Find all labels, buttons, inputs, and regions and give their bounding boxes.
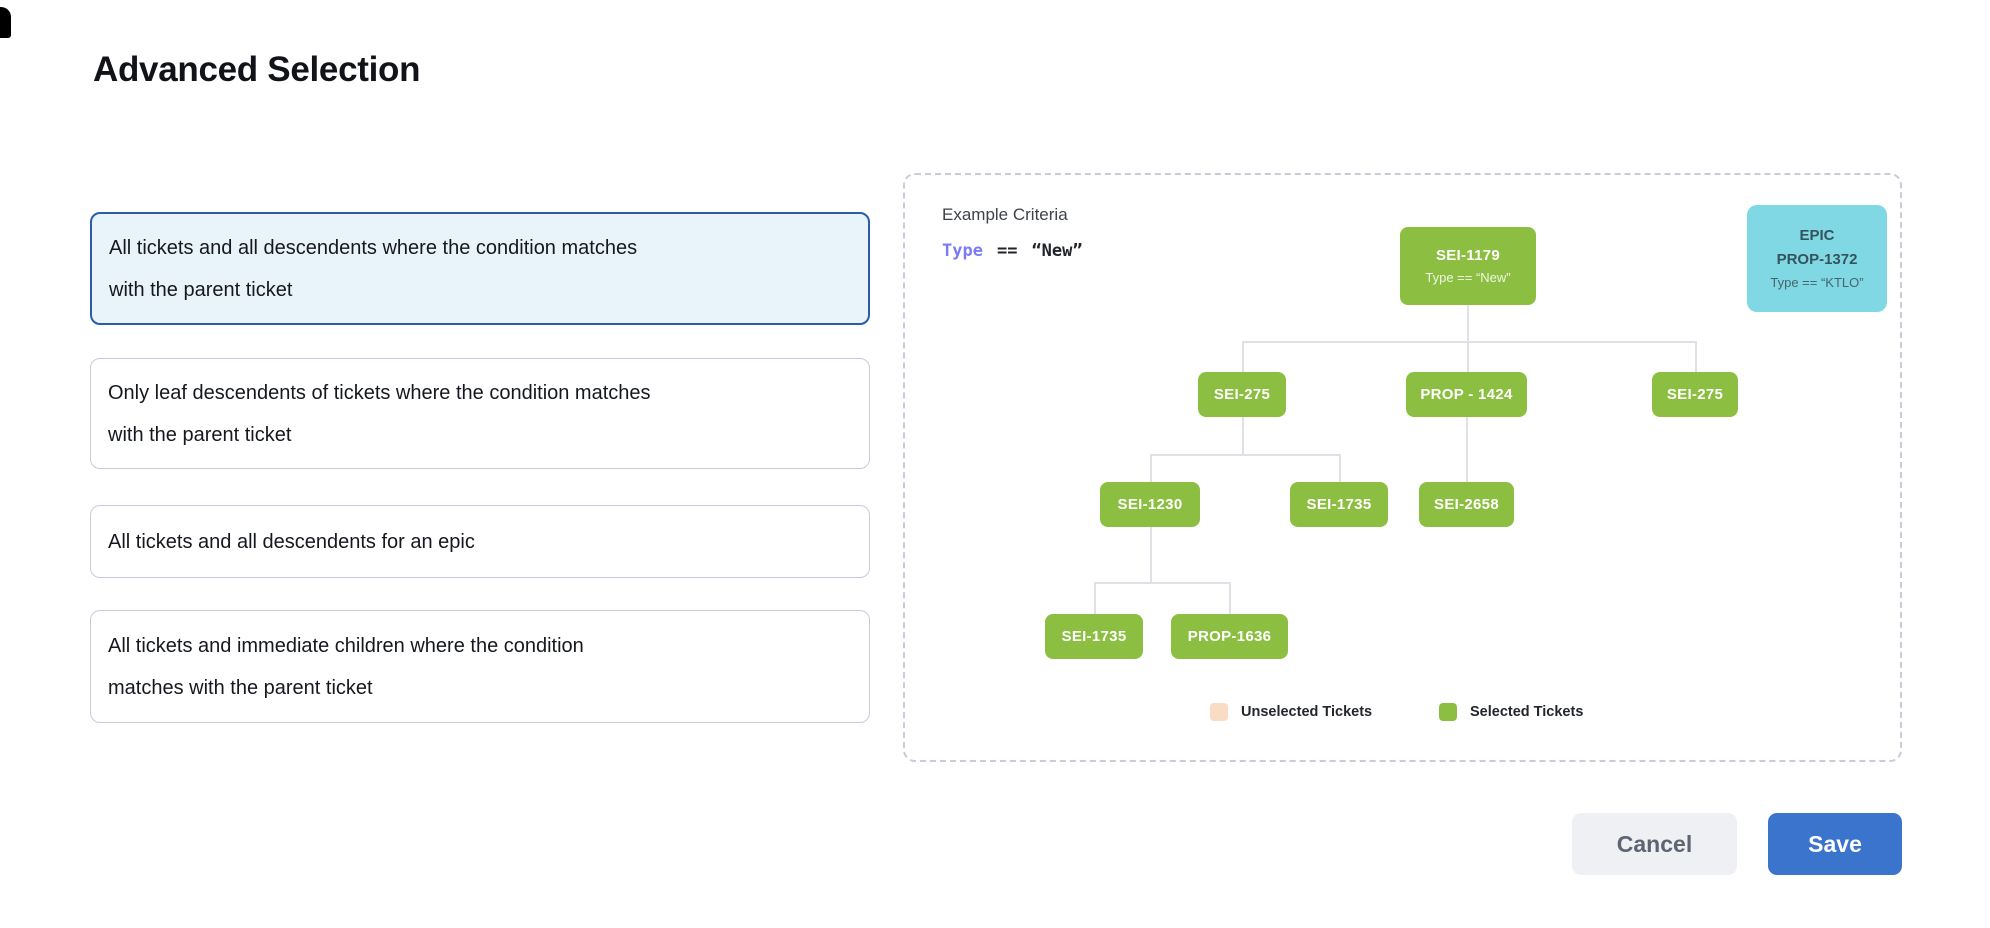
criteria-operator: ==: [996, 241, 1018, 261]
tree-connector-line: [1150, 454, 1152, 482]
epic-criteria: Type == “KTLO”: [1770, 275, 1864, 290]
epic-type-label: EPIC: [1799, 227, 1835, 244]
tree-connector-line: [1094, 582, 1230, 584]
legend-unselected: Unselected Tickets: [1210, 703, 1372, 721]
option-all-descendents-condition[interactable]: All tickets and all descendents where th…: [90, 212, 870, 325]
tree-node-sei-1735-leaf: SEI-1735: [1045, 614, 1143, 659]
tree-node-sei-1735: SEI-1735: [1290, 482, 1388, 527]
tree-connector-line: [1466, 417, 1468, 482]
node-criteria: Type == “New”: [1425, 270, 1511, 285]
example-criteria-heading: Example Criteria: [942, 205, 1068, 224]
tree-node-sei-275-left: SEI-275: [1198, 372, 1286, 417]
example-preview-panel: Example Criteria Type == “New” SEI-1179 …: [903, 173, 1902, 762]
criteria-field: Type: [942, 241, 983, 261]
node-label: SEI-1735: [1306, 496, 1372, 513]
tree-node-sei-1230: SEI-1230: [1100, 482, 1200, 527]
option-label: All tickets and all descendents for an e…: [108, 530, 475, 553]
legend-label: Unselected Tickets: [1241, 704, 1373, 720]
screen-corner-artifact: [0, 7, 11, 38]
tree-connector-line: [1695, 341, 1697, 372]
tree-connector-line: [1339, 454, 1341, 482]
tree-connector-line: [1229, 582, 1231, 614]
tree-node-sei-1179: SEI-1179 Type == “New”: [1400, 227, 1536, 305]
example-criteria-expression: Type == “New”: [942, 241, 1083, 261]
node-label: PROP-1636: [1187, 628, 1272, 645]
cancel-button[interactable]: Cancel: [1572, 813, 1737, 875]
page-title: Advanced Selection: [93, 50, 421, 89]
tree-connector-line: [1242, 417, 1244, 454]
tree-connector-line: [1467, 305, 1469, 341]
option-label: All tickets and all descendents where th…: [109, 236, 638, 301]
unselected-tickets-swatch: [1210, 703, 1228, 721]
tree-connector-line: [1150, 527, 1152, 582]
epic-card: EPIC PROP-1372 Type == “KTLO”: [1747, 205, 1887, 312]
option-label: All tickets and immediate children where…: [108, 634, 584, 699]
node-label: SEI-2658: [1434, 496, 1499, 513]
option-all-descendents-epic[interactable]: All tickets and all descendents for an e…: [90, 505, 870, 578]
node-label: PROP - 1424: [1420, 386, 1513, 403]
legend-label: Selected Tickets: [1470, 704, 1584, 720]
node-label: SEI-1735: [1061, 628, 1127, 645]
tree-connector-line: [1094, 582, 1096, 614]
node-label: SEI-1179: [1435, 247, 1501, 264]
tree-node-prop-1424: PROP - 1424: [1406, 372, 1527, 417]
save-button[interactable]: Save: [1768, 813, 1902, 875]
node-label: SEI-275: [1213, 386, 1271, 403]
node-label: SEI-1230: [1117, 496, 1183, 513]
node-label: SEI-275: [1666, 386, 1724, 403]
criteria-value: “New”: [1031, 241, 1083, 261]
legend-selected: Selected Tickets: [1439, 703, 1583, 721]
option-leaf-descendents-condition[interactable]: Only leaf descendents of tickets where t…: [90, 358, 870, 469]
tree-connector-line: [1242, 341, 1244, 372]
option-label: Only leaf descendents of tickets where t…: [108, 381, 651, 446]
tree-connector-line: [1242, 341, 1695, 343]
option-immediate-children-condition[interactable]: All tickets and immediate children where…: [90, 610, 870, 723]
tree-connector-line: [1150, 454, 1340, 456]
tree-node-sei-2658: SEI-2658: [1419, 482, 1514, 527]
epic-id: PROP-1372: [1776, 251, 1858, 268]
tree-node-prop-1636: PROP-1636: [1171, 614, 1288, 659]
tree-connector-line: [1467, 341, 1469, 372]
tree-node-sei-275-right: SEI-275: [1652, 372, 1738, 417]
selected-tickets-swatch: [1439, 703, 1457, 721]
